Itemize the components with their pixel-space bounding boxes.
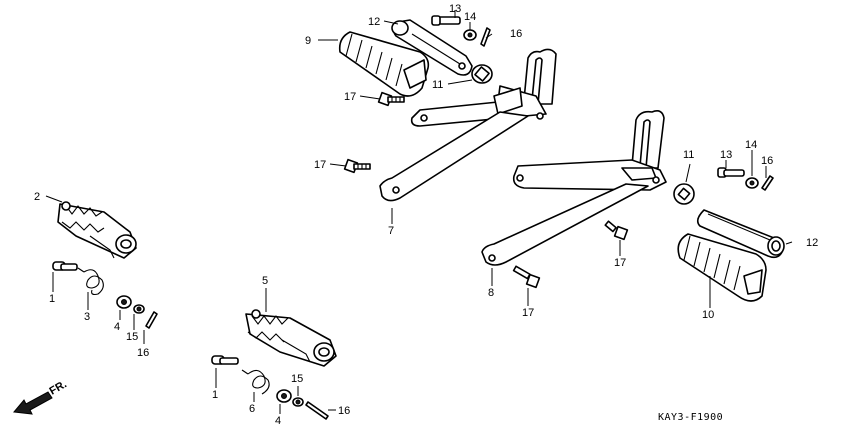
callout-12-right: 12: [806, 237, 818, 249]
cotter-pin-16-right: [761, 175, 774, 191]
callout-11-right: 11: [683, 149, 694, 161]
callout-15-lower: 15: [291, 373, 303, 385]
callout-4-lower: 4: [275, 415, 281, 427]
footpeg-assembly-2: [57, 201, 137, 259]
callout-6: 6: [249, 403, 255, 415]
front-arrow-label: FR.: [48, 378, 69, 397]
callout-13-upper: 13: [449, 3, 461, 15]
pin-13-right: [717, 167, 745, 178]
callout-14-upper: 14: [464, 11, 476, 23]
cotter-pin-16-lower: [305, 401, 329, 420]
callout-4-left: 4: [114, 321, 120, 333]
callout-15-left: 15: [126, 331, 138, 343]
callout-9: 9: [305, 35, 311, 47]
washer-14-upper: [463, 29, 477, 41]
callout-17-d: 17: [522, 307, 534, 319]
pin-13-upper: [431, 15, 461, 26]
washer-15-lower: [292, 397, 304, 407]
callout-16-lower: 16: [338, 405, 350, 417]
diagram-code: KAY3-F1900: [658, 412, 723, 423]
step-bracket-7: [379, 48, 557, 202]
front-direction-arrow: FR.: [13, 378, 69, 415]
callout-5: 5: [262, 275, 268, 287]
callout-labels: 9 12 13 14 16 11 17 17 7 11 13 14 16 12 …: [34, 3, 818, 427]
washer-15-left: [133, 304, 145, 314]
washer-14-right: [745, 177, 759, 189]
step-bracket-8: [481, 110, 667, 266]
washer-4-left: [116, 295, 132, 309]
bolt-17-c: [604, 220, 629, 241]
footpeg-rubber-upper: [338, 31, 430, 97]
callout-17-a: 17: [344, 91, 356, 103]
pin-1-lower: [211, 355, 239, 365]
washer-4-lower: [276, 389, 292, 403]
callout-11-upper: 11: [432, 79, 443, 91]
washer-11-right: [673, 183, 695, 205]
callout-12-upper: 12: [368, 16, 380, 28]
callout-13-right: 13: [720, 149, 732, 161]
cotter-pin-16-upper: [480, 27, 491, 47]
footpeg-assembly-5: [245, 309, 337, 367]
callout-17-b: 17: [314, 159, 326, 171]
callout-8: 8: [488, 287, 494, 299]
callout-1-left: 1: [49, 293, 55, 305]
bolt-17-b: [343, 158, 371, 174]
callout-17-c: 17: [614, 257, 626, 269]
bolt-17-d: [512, 265, 541, 289]
footpeg-rubber-right: [677, 233, 767, 302]
footpeg-upper: [391, 19, 473, 76]
spring-6: [241, 369, 270, 395]
cotter-pin-16-left: [145, 311, 158, 329]
spring-3: [77, 267, 104, 296]
callout-2: 2: [34, 191, 40, 203]
leader-lines: [45, 10, 793, 414]
callout-1-lower: 1: [212, 389, 218, 401]
pin-1-left: [52, 261, 78, 271]
callout-16-upper: 16: [510, 28, 522, 40]
footpeg-right: [696, 209, 785, 259]
washer-11-upper: [471, 64, 493, 84]
bolt-17-a: [377, 91, 405, 107]
callout-16-right: 16: [761, 155, 773, 167]
callout-14-right: 14: [745, 139, 757, 151]
callout-10: 10: [702, 309, 714, 321]
callout-16-left: 16: [137, 347, 149, 359]
callout-3: 3: [84, 311, 90, 323]
callout-7: 7: [388, 225, 394, 237]
